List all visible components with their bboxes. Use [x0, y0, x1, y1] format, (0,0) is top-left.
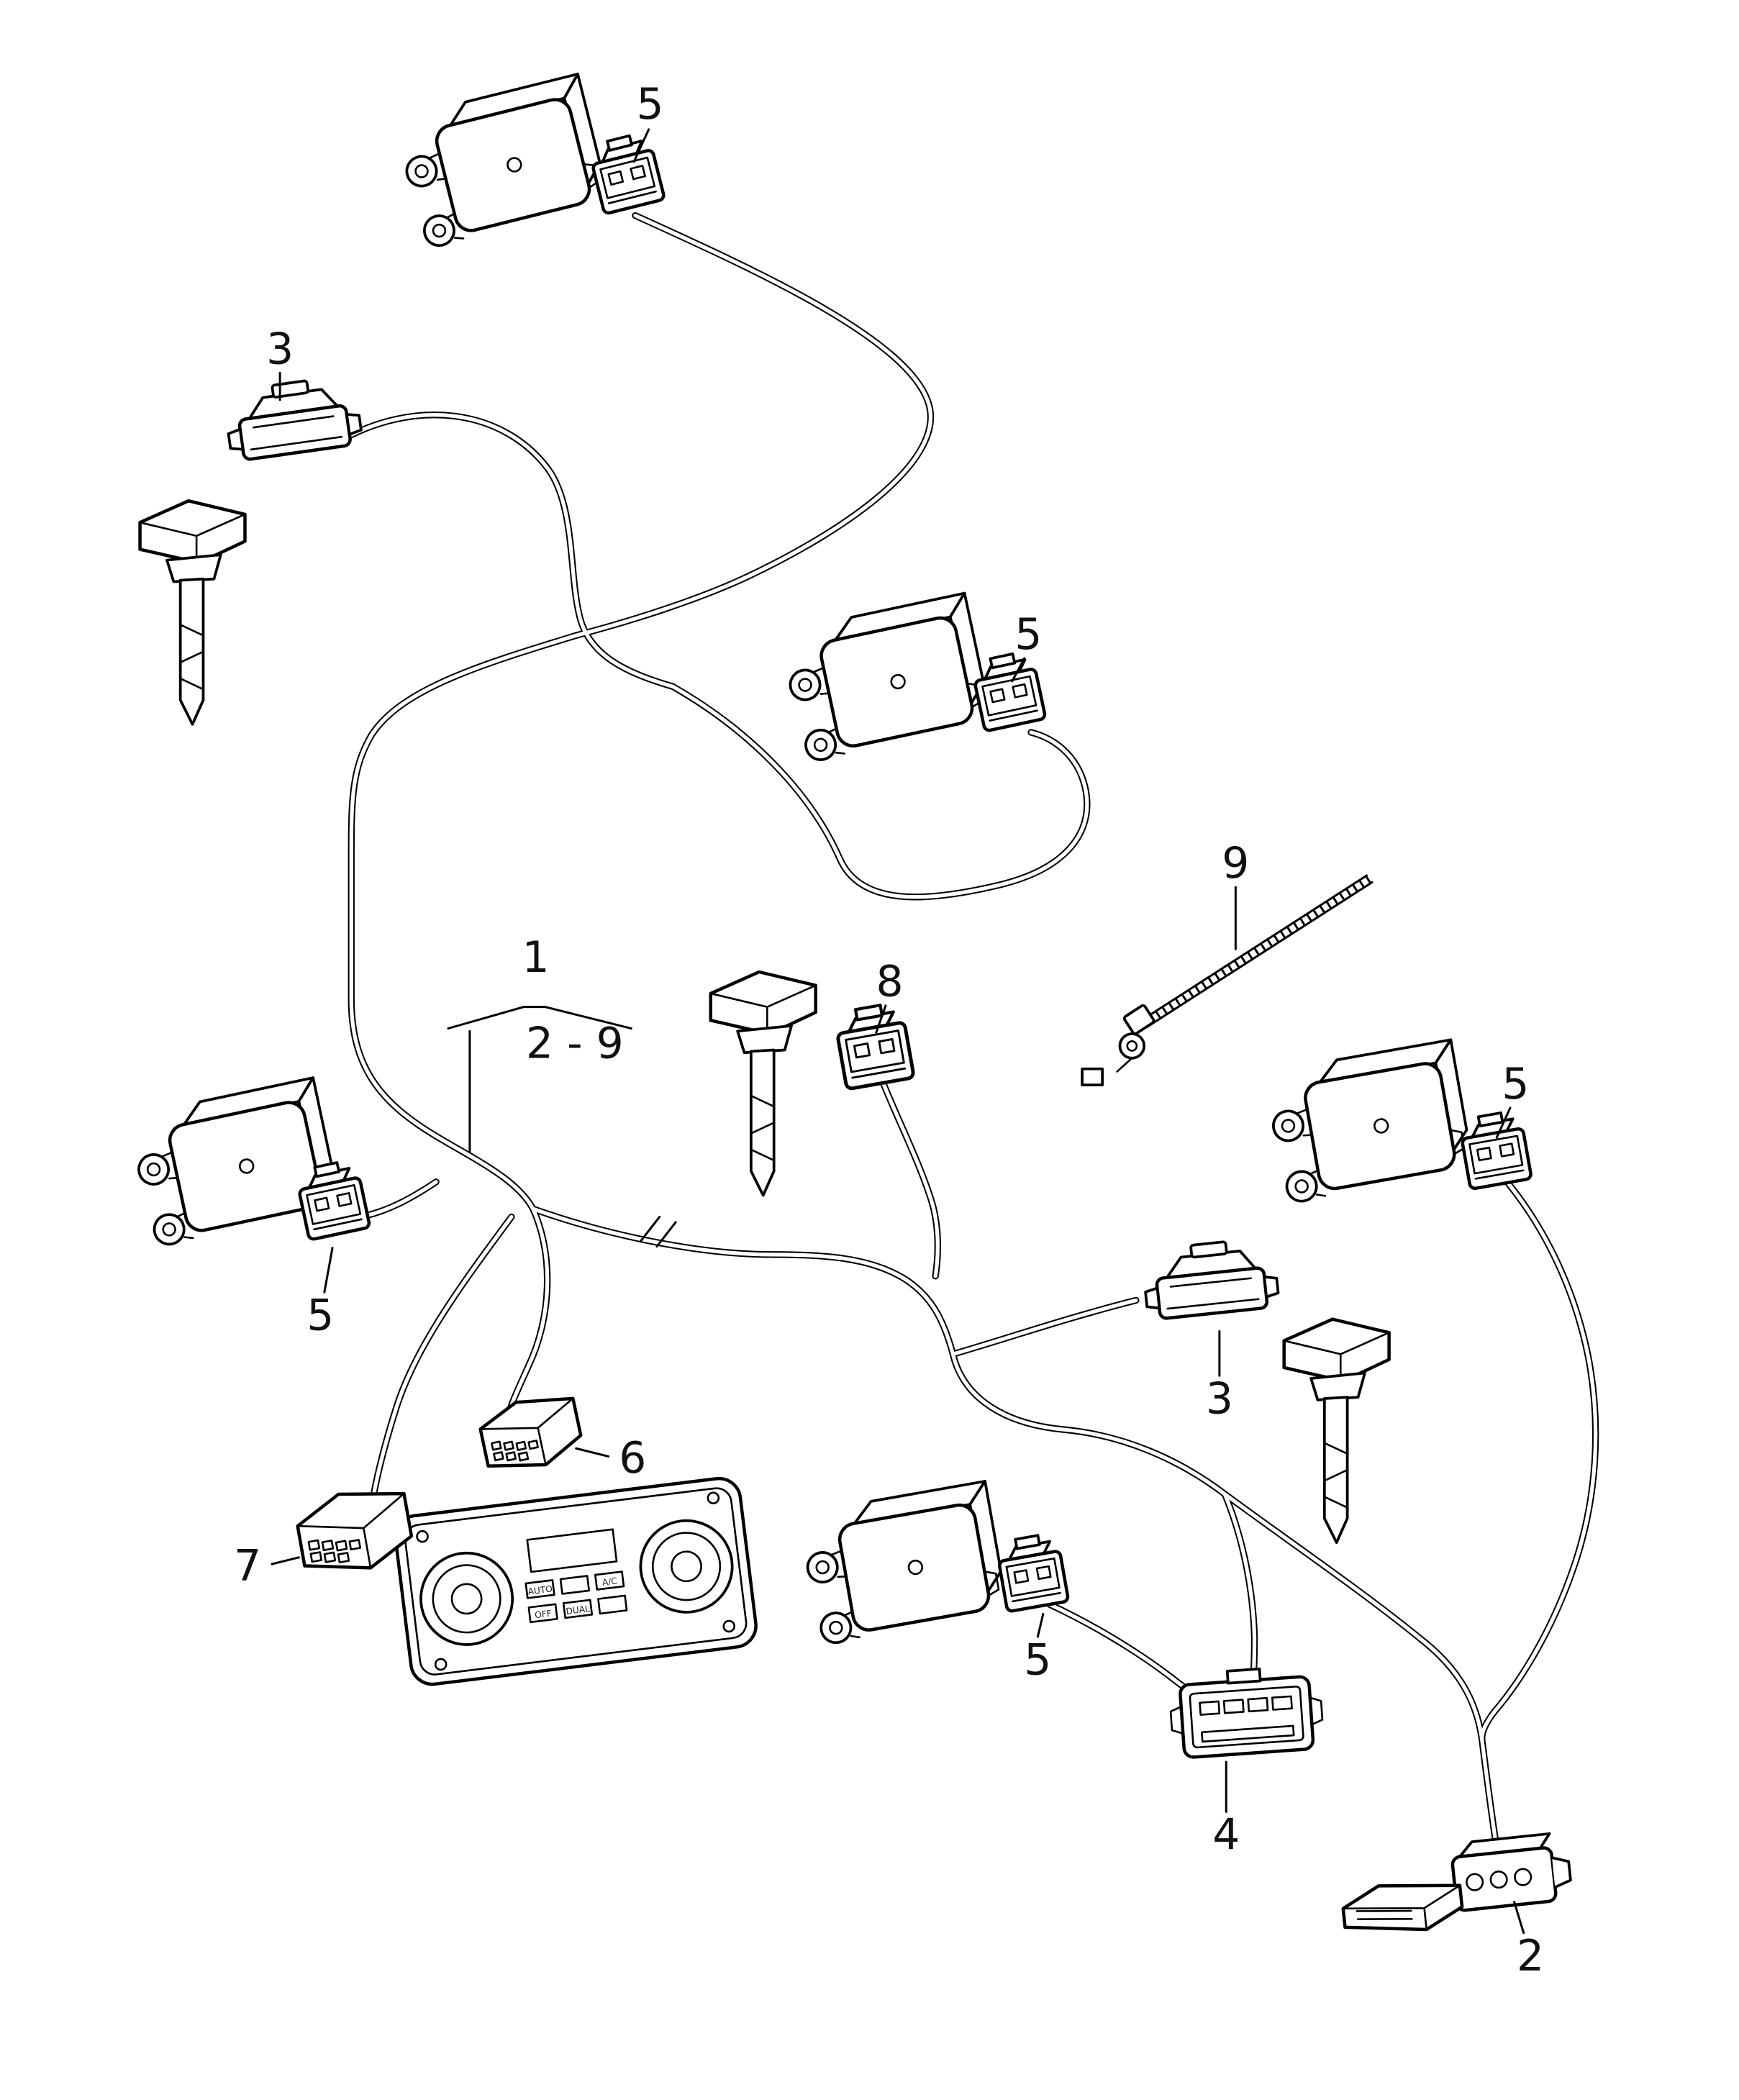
- wire-connector8-drop: [878, 1069, 938, 1276]
- temperature-sender-right: [1284, 1319, 1389, 1543]
- button: [525, 1579, 555, 1599]
- connector-5-middle: [971, 650, 1045, 731]
- left-knob: [419, 1551, 514, 1646]
- servo-motor-top: [394, 74, 610, 250]
- wire-right-servo-drop: [1482, 1179, 1596, 1739]
- right-knob: [639, 1519, 734, 1614]
- callout-4: 4: [1212, 1810, 1240, 1860]
- button: [559, 1575, 590, 1595]
- connector-7: [296, 1491, 414, 1570]
- connector-6: [478, 1396, 583, 1468]
- harness-break-mark: [639, 1215, 677, 1248]
- callout-3-upper: 3: [266, 324, 294, 374]
- display: [526, 1528, 618, 1573]
- callout-9: 9: [1222, 838, 1249, 888]
- callout-5-top: 5: [637, 79, 664, 129]
- connector-5-right: [1458, 1109, 1532, 1189]
- cable-tie-clip: [1081, 1067, 1104, 1087]
- callout-leader-lines: [271, 128, 1525, 1935]
- button: [527, 1603, 558, 1624]
- servo-motor-bottom: [798, 1481, 1008, 1645]
- temperature-sender-left: [140, 501, 245, 724]
- button: [562, 1599, 594, 1619]
- ccu-off-label: OFF: [534, 1609, 552, 1621]
- servo-motor-middle: [779, 594, 993, 763]
- callout-1: 1: [522, 932, 550, 983]
- item1-bracket: [447, 1006, 632, 1030]
- cable-tie: [1081, 874, 1374, 1087]
- button: [594, 1571, 625, 1591]
- wire-connector3-upper: [334, 415, 673, 687]
- ccu-ac-label: A/C: [601, 1576, 617, 1587]
- servo-motor-right: [1264, 1040, 1474, 1204]
- callout-labels: 5 3 5 9 1 2 - 9 8 5 5 3 6 7 5 4 2: [234, 79, 1544, 1981]
- callout-7: 7: [234, 1541, 261, 1591]
- connector-8: [834, 1001, 914, 1089]
- callout-8: 8: [876, 957, 904, 1007]
- temperature-sender-middle: [711, 972, 816, 1196]
- connector-5-bottom: [996, 1532, 1069, 1612]
- cable-tie-head: [1122, 1004, 1155, 1035]
- callout-1-range: 2 - 9: [526, 1019, 624, 1069]
- callout-6: 6: [619, 1433, 646, 1483]
- connector-2-mate: [1341, 1883, 1464, 1932]
- callout-2: 2: [1517, 1931, 1544, 1981]
- connector-3-upper: [222, 374, 363, 462]
- connector-2: [1450, 1832, 1572, 1912]
- callout-5-bottom: 5: [1024, 1635, 1051, 1686]
- connector-3-lower: [1141, 1237, 1279, 1320]
- connector-5-top: [588, 131, 665, 214]
- button: [597, 1594, 628, 1615]
- callout-5-middle: 5: [1014, 609, 1042, 660]
- connector-4: [1169, 1667, 1324, 1759]
- callout-3-lower: 3: [1206, 1374, 1233, 1424]
- ccu-dual-label: DUAL: [566, 1604, 591, 1617]
- ccu-auto-label: AUTO: [527, 1583, 553, 1596]
- climate-control-unit: AUTO A/C DUAL OFF: [394, 1476, 758, 1686]
- callout-5-left: 5: [307, 1291, 334, 1341]
- callout-5-right: 5: [1502, 1059, 1529, 1109]
- cable-tie-serration: [1141, 874, 1373, 1028]
- wire-left-trunk: [351, 635, 576, 1209]
